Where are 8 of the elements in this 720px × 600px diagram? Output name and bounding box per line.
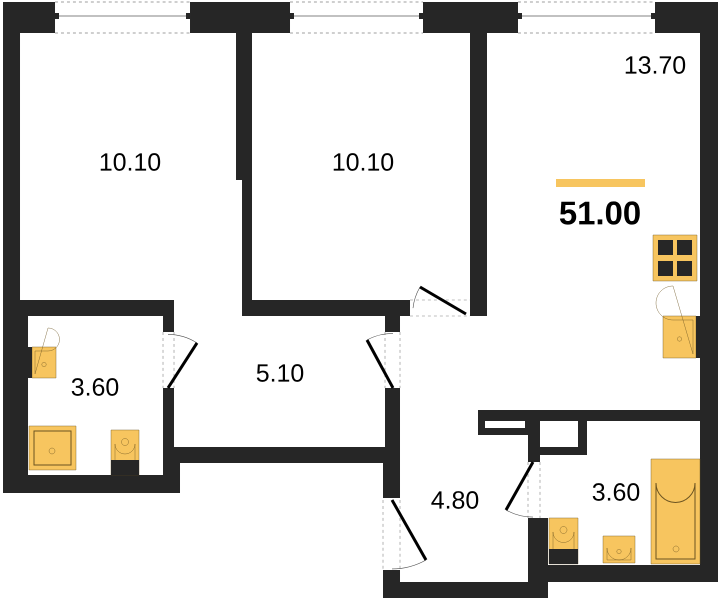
- room: 5.10: [256, 364, 304, 382]
- room: 13.70: [626, 56, 686, 74]
- total-area: 51.00: [560, 201, 640, 225]
- room: 10.10: [334, 153, 394, 171]
- room: 3.60: [592, 483, 640, 501]
- room: 10.10: [100, 153, 160, 171]
- room: 4.80: [431, 491, 478, 509]
- room: 3.60: [72, 378, 118, 396]
